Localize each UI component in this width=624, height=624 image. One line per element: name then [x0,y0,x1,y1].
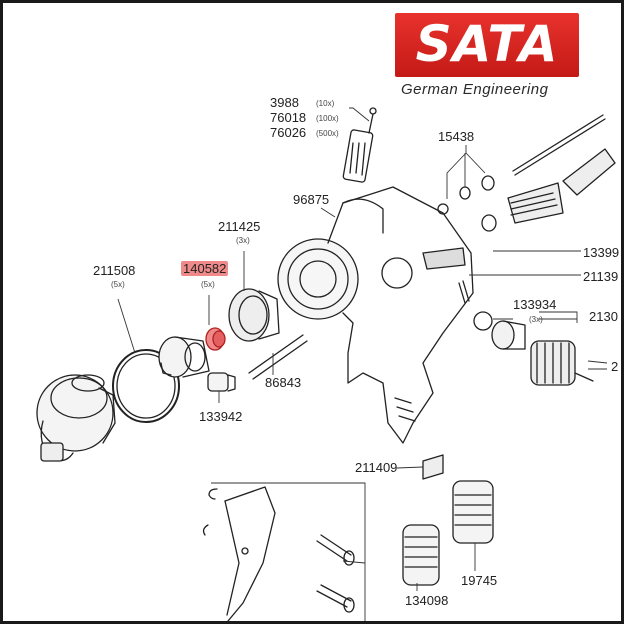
part-211409: 211409 [355,460,398,475]
logo-text: SATA [415,15,559,73]
clip-211409 [422,454,444,480]
pins-lower [316,534,355,613]
part-140582: 140582 [181,261,229,276]
leader-lines [117,107,608,621]
part-134098: 134098 [405,593,449,608]
part-13399: 13399 [583,245,620,260]
part-133942: 133942 [199,409,243,424]
cup-lid [36,374,116,462]
part-211508-qty: (5x) [111,280,125,289]
part-86843: 86843 [265,375,302,390]
part-19745: 19745 [461,573,498,588]
gun-body [277,186,474,444]
part-76026-qty: (500x) [316,129,339,138]
part-3988-qty: (10x) [316,99,335,108]
part-3988: 3988 [270,95,299,110]
part-76018: 76018 [270,110,307,125]
part-140582-qty: (5x) [201,280,215,289]
part-96875: 96875 [293,192,330,207]
adjustment-knob [530,340,594,386]
brand-tagline: German Engineering [401,81,549,98]
nozzle-133942 [207,372,236,392]
part-76018-qty: (100x) [316,114,339,123]
part-211425: 211425 [218,219,261,234]
part-211508: 211508 [93,263,136,278]
part-76026: 76026 [270,125,307,140]
fitting-134098 [402,524,440,586]
part-2: 2 [611,359,619,374]
screw-set-15438 [437,175,497,232]
seal-140582 [205,327,226,351]
exploded-parts-drawing [36,107,616,621]
part-15438: 15438 [438,129,475,144]
needle-rod-86843 [248,334,308,380]
o-ring-133934 [473,311,493,331]
part-21139: 21139 [583,269,619,284]
sata-logo: SATA [395,13,579,77]
o-ring-211508 [112,349,180,423]
part-133934-qty: (3x) [529,315,543,324]
air-cap-211425 [228,288,280,342]
part-140582-highlight: 140582 [181,261,229,276]
part-133934: 133934 [513,297,557,312]
pin-21139 [458,280,470,304]
trigger-bracket [202,486,276,621]
filter-3988 [342,107,377,183]
nozzle-body [158,336,210,378]
part-2130: 2130 [589,309,618,324]
valve-piece [491,320,526,350]
part-211425-qty: (3x) [236,236,250,245]
needle-assembly [507,114,616,224]
fitting-19745 [452,480,494,544]
